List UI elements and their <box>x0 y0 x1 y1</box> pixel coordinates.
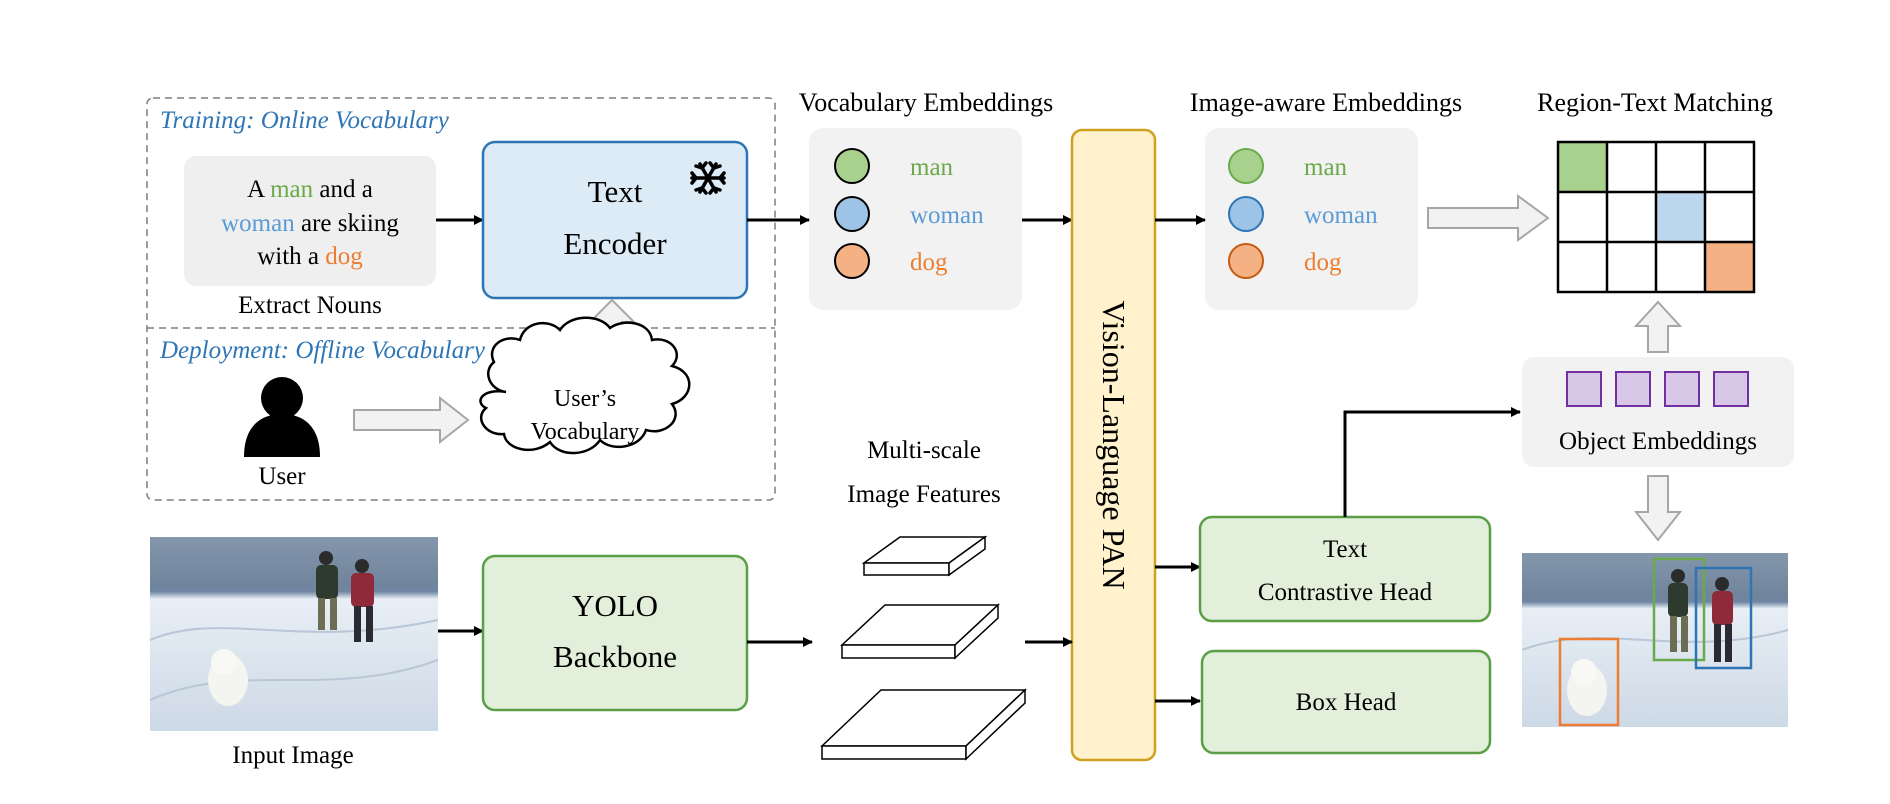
image-embeddings-title: Image-aware Embeddings <box>1190 88 1462 117</box>
feature-map-medium <box>840 603 1000 660</box>
image-item-woman: woman <box>1304 202 1378 229</box>
object-embeddings-label: Object Embeddings <box>1559 428 1757 455</box>
features-line-2: Image Features <box>847 481 1000 508</box>
sentence-box <box>184 156 436 286</box>
woman-image-embedding-dot <box>1228 196 1264 232</box>
sentence-line-2: woman are skiing <box>221 210 399 237</box>
detection-box-woman <box>1694 566 1753 670</box>
user-label: User <box>258 463 306 490</box>
arrow-head-to-object-embeddings <box>1343 407 1521 517</box>
text-encoder-box <box>481 140 749 300</box>
arrow-objects-to-matching <box>1633 300 1683 353</box>
text-encoder-line-1: Text <box>588 174 643 209</box>
arrow-objects-to-output <box>1633 475 1683 542</box>
extract-nouns-label: Extract Nouns <box>238 292 382 319</box>
yolo-backbone-box <box>481 554 749 712</box>
object-embedding-square <box>1664 371 1700 407</box>
sentence-line-3: with a dog <box>257 243 363 270</box>
object-embedding-square <box>1713 371 1749 407</box>
snowflake-icon <box>690 161 726 195</box>
man-embedding-dot <box>834 148 870 184</box>
match-cell-dog <box>1705 242 1754 292</box>
noun-woman: woman <box>221 210 295 237</box>
woman-embedding-dot <box>834 196 870 232</box>
object-embedding-square <box>1566 371 1602 407</box>
match-cell-man <box>1558 142 1607 192</box>
man-image-embedding-dot <box>1228 148 1264 184</box>
user-icon <box>244 377 320 457</box>
vocab-item-dog: dog <box>910 249 948 276</box>
user-vocabulary-cloud <box>479 316 691 455</box>
vocabulary-panel-border <box>146 97 776 501</box>
detection-box-man <box>1652 557 1706 662</box>
noun-man: man <box>270 176 314 203</box>
backbone-line-2: Backbone <box>553 639 677 674</box>
match-cell-woman <box>1656 192 1705 242</box>
input-image <box>149 537 439 731</box>
image-item-dog: dog <box>1304 249 1342 276</box>
image-item-man: man <box>1304 154 1348 181</box>
contrastive-head-line-2: Contrastive Head <box>1258 579 1433 606</box>
dog-embedding-dot <box>834 243 870 279</box>
training-title: Training: Online Vocabulary <box>160 107 450 134</box>
pan-label: Vision-Language PAN <box>1096 300 1132 589</box>
vocab-item-man: man <box>910 154 954 181</box>
dog-image-embedding-dot <box>1228 243 1264 279</box>
matching-grid <box>1556 140 1756 294</box>
output-image <box>1521 553 1789 727</box>
backbone-line-1: YOLO <box>572 588 658 623</box>
cloud-line-2: Vocabulary <box>531 419 640 445</box>
box-head-box <box>1200 649 1492 755</box>
vocab-embeddings-title: Vocabulary Embeddings <box>799 88 1053 117</box>
arrow-user-to-cloud <box>353 395 470 445</box>
input-image-label: Input Image <box>232 742 353 769</box>
object-embedding-square <box>1615 371 1651 407</box>
features-line-1: Multi-scale <box>867 437 981 464</box>
text-encoder-line-2: Encoder <box>563 226 667 261</box>
matching-title: Region-Text Matching <box>1537 88 1773 117</box>
box-head-label: Box Head <box>1296 689 1397 716</box>
detection-box-dog <box>1558 637 1620 727</box>
feature-map-large <box>820 688 1027 761</box>
cloud-line-1: User’s <box>554 386 616 412</box>
vision-language-pan-box <box>1070 128 1157 762</box>
arrow-embeddings-to-matching <box>1427 194 1550 242</box>
vocab-item-woman: woman <box>910 202 984 229</box>
feature-map-small <box>861 535 988 577</box>
contrastive-head-line-1: Text <box>1323 536 1367 563</box>
sentence-line-1: A man and a <box>247 176 373 203</box>
deployment-title: Deployment: Offline Vocabulary <box>159 337 486 364</box>
noun-dog: dog <box>325 243 363 270</box>
